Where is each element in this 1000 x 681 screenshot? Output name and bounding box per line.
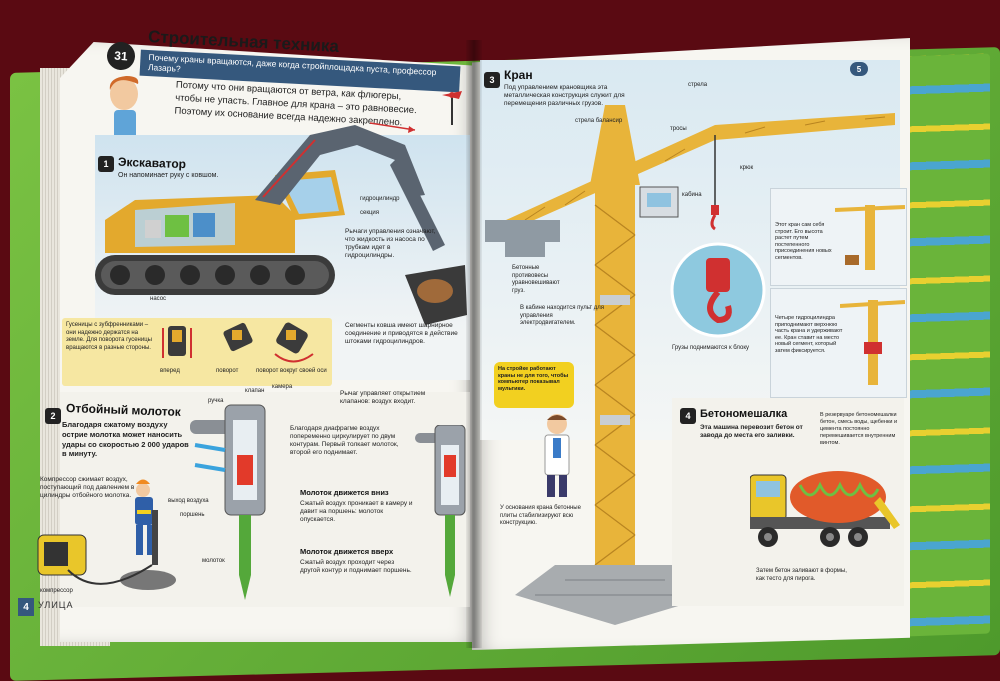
compressor-note: Компрессор сжимает воздух, поступающий п… bbox=[40, 476, 135, 500]
label-hydraulic-cylinder: гидроцилиндр bbox=[360, 196, 400, 202]
hook-note: Грузы поднимаются к блоку bbox=[672, 345, 750, 351]
footer-section-label: УЛИЦА bbox=[38, 600, 74, 610]
tower-crane-illustration bbox=[485, 105, 895, 625]
label-hammer: молоток bbox=[202, 558, 225, 564]
pour-note: Затем бетон заливают в формы, как тесто … bbox=[756, 568, 847, 582]
right-page-number: 5 bbox=[850, 62, 868, 76]
label-chamber: камера bbox=[272, 384, 293, 390]
worker-with-jackhammer-illustration bbox=[37, 479, 176, 590]
label-balance-jib: стрела балансир bbox=[575, 118, 623, 124]
label-cabin: кабина bbox=[682, 192, 702, 198]
drum-note: В резервуаре бетономешалки бетон, смесь … bbox=[820, 412, 898, 446]
hook-detail-magnifier bbox=[670, 242, 766, 338]
lever-note: Рычаг управляет открытием клапанов: возд… bbox=[340, 390, 426, 406]
step1-text: Сжатый воздух проникает в камеру и давит… bbox=[300, 500, 413, 524]
crane-self-build-panel bbox=[770, 188, 907, 286]
label-piston: поршень bbox=[180, 512, 205, 518]
excavator-subtitle: Он напоминает руку с ковшом. bbox=[118, 172, 219, 179]
diaphragm-note: Благодаря диафрагме воздух попеременно ц… bbox=[290, 425, 399, 457]
label-boom: стрела bbox=[688, 82, 708, 88]
label-handle: ручка bbox=[208, 398, 224, 404]
mast-note: Этот кран сам себя строит. Его высота ра… bbox=[775, 222, 832, 261]
label-cables: тросы bbox=[670, 126, 687, 132]
crane-hydraulic-panel bbox=[770, 288, 907, 398]
crane-title: Кран bbox=[504, 68, 533, 82]
label-hook: крюк bbox=[740, 165, 754, 171]
base-note: У основания крана бетонные плиты стабили… bbox=[500, 505, 581, 526]
hammer-number-badge: 2 bbox=[45, 408, 61, 424]
speech-bubble: На стройке работают краны не для того, ч… bbox=[494, 362, 574, 408]
weathervane-icon bbox=[442, 91, 462, 125]
excavator-illustration bbox=[95, 122, 467, 325]
book-cover-edge-pattern bbox=[905, 53, 990, 637]
label-valve: клапан bbox=[245, 388, 265, 394]
levers-note: Рычаги управления означают, что жидкость… bbox=[345, 228, 436, 260]
mixer-subtitle: Эта машина перевозит бетон от завода до … bbox=[700, 424, 803, 440]
mixer-title: Бетономешалка bbox=[700, 408, 788, 420]
excavator-number-badge: 1 bbox=[98, 156, 114, 172]
mini-crane-diagram-1 bbox=[835, 205, 905, 270]
crane-subtitle: Под управлением крановщика эта металличе… bbox=[504, 84, 625, 108]
label-compressor: компрессор bbox=[40, 588, 73, 594]
jackhammer-cross-section bbox=[190, 404, 266, 600]
mini-crane-diagram-2 bbox=[840, 300, 905, 385]
jackhammer-small-diagram bbox=[415, 425, 466, 597]
label-section: секция bbox=[360, 210, 379, 216]
hydraulic-note: Четыре гидроцилиндра приподнимают верхню… bbox=[775, 315, 843, 354]
segments-note: Сегменты ковша имеют шарнирное соединени… bbox=[345, 322, 458, 346]
cabin-note: В кабине находится пульт для управления … bbox=[520, 305, 605, 326]
concrete-mixer-truck-illustration bbox=[750, 471, 900, 547]
tracks-turn-diagrams bbox=[162, 322, 314, 363]
mixer-number-badge: 4 bbox=[680, 408, 696, 424]
label-turn: поворот bbox=[216, 368, 239, 374]
scientist-illustration bbox=[544, 414, 570, 497]
step1-title: Молоток движется вниз bbox=[300, 488, 389, 497]
hammer-text: Благодаря сжатому воздуху острие молотка… bbox=[62, 420, 189, 459]
label-forward: вперед bbox=[160, 368, 180, 374]
crane-number-badge: 3 bbox=[484, 72, 500, 88]
counterweight-note: Бетонные противовесы уравновешивают груз… bbox=[512, 265, 560, 294]
step2-title: Молоток движется вверх bbox=[300, 547, 394, 556]
step2-text: Сжатый воздух проходит через другой конт… bbox=[300, 559, 412, 575]
footer-page-number-left: 4 bbox=[18, 598, 34, 616]
book-spine-shadow bbox=[466, 40, 482, 648]
label-spin: поворот вокруг своей оси bbox=[256, 368, 327, 374]
label-air-exit: выход воздуха bbox=[168, 498, 209, 504]
label-pump: насос bbox=[150, 296, 167, 302]
tracks-note: Гусеницы с зубфренниками – они надежно д… bbox=[66, 322, 152, 351]
